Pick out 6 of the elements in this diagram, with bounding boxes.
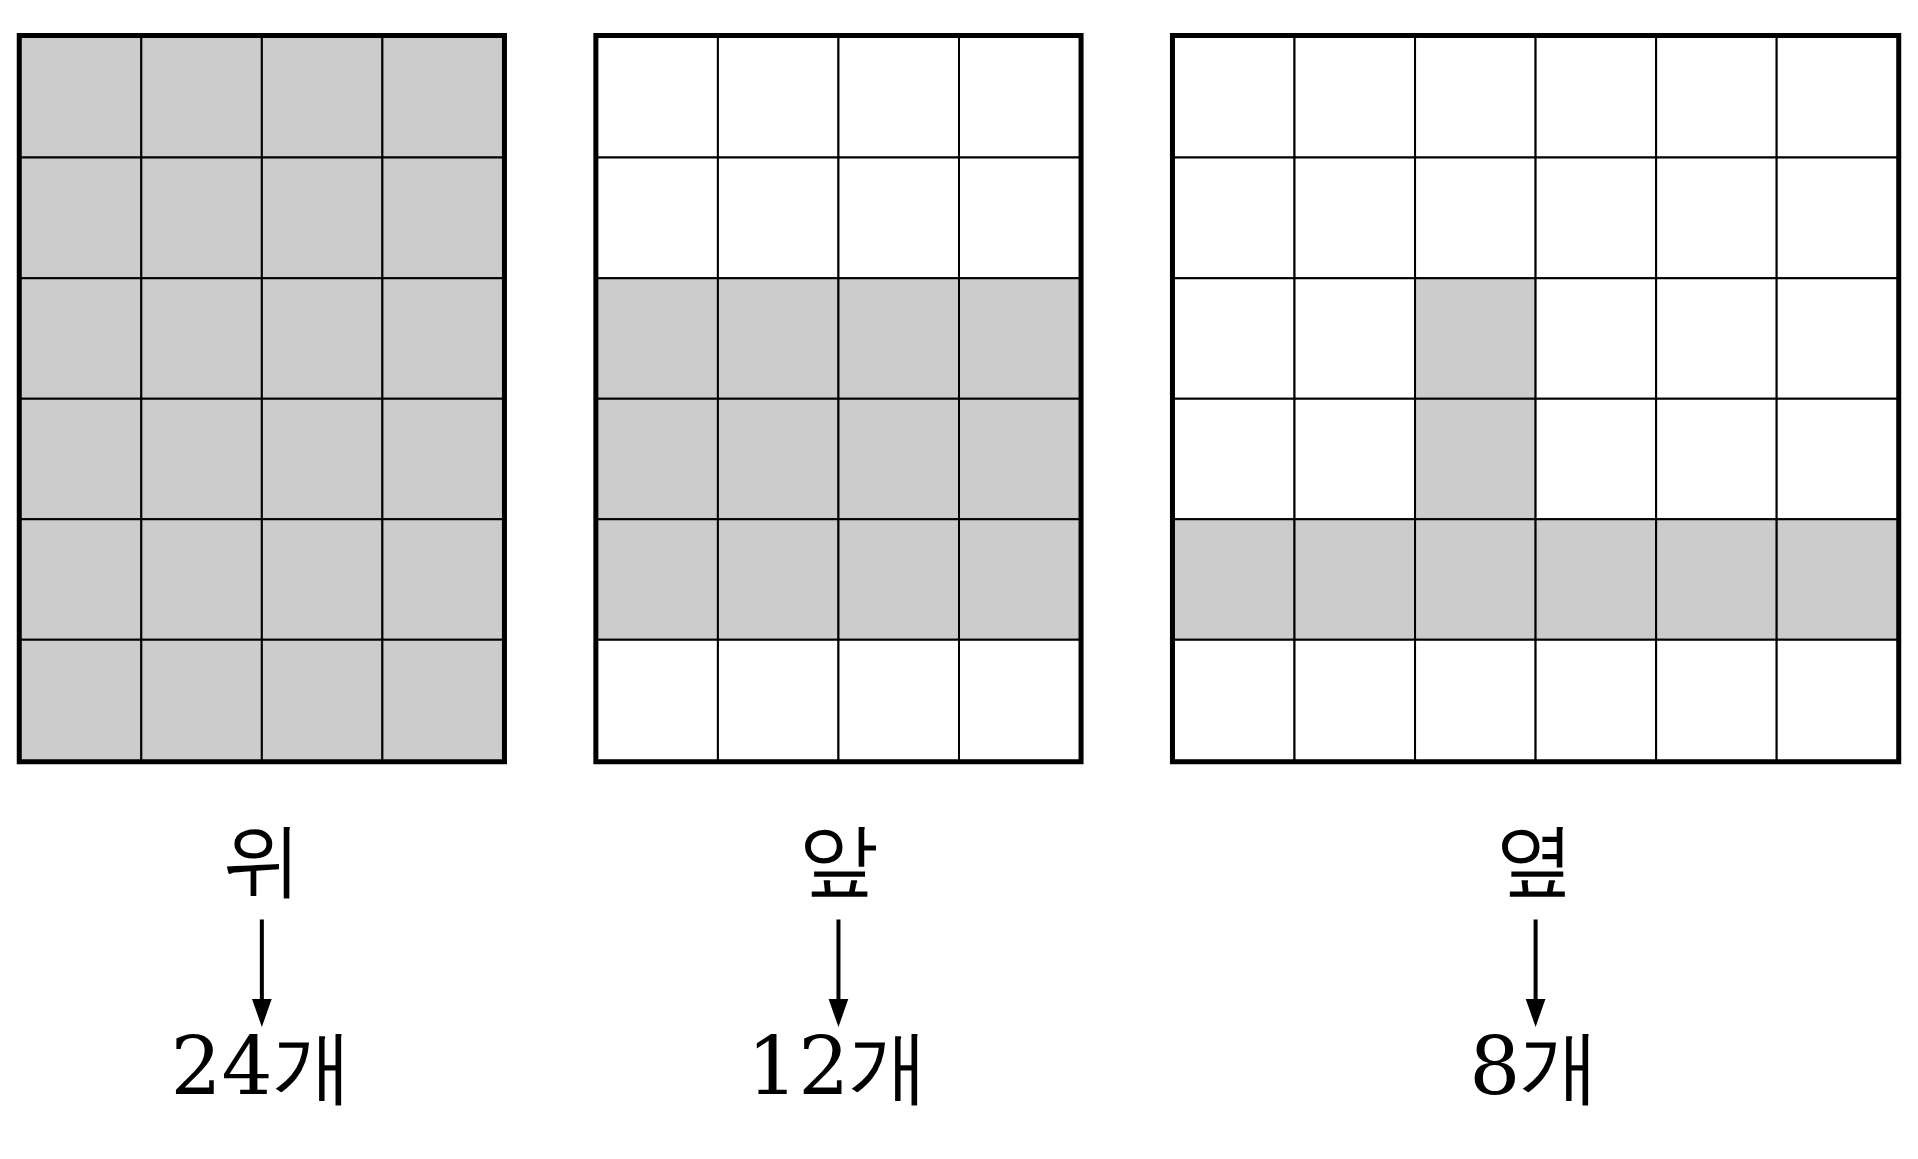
node-text: 24개	[170, 1018, 353, 1113]
node-text: 8개	[1469, 1018, 1601, 1113]
node-text: 앞	[798, 811, 879, 906]
node-text: 위	[221, 811, 302, 906]
node-text: 옆	[1495, 811, 1576, 906]
node-text: 12개	[747, 1018, 930, 1113]
